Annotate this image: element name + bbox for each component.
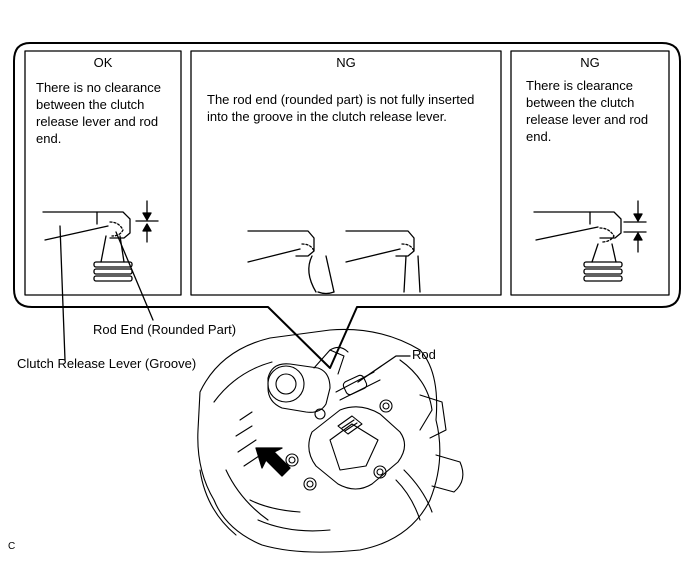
panel-ng-clearance-description: There is clearance between the clutch re… (526, 78, 649, 144)
panel-ng-inserted-description: The rod end (rounded part) is not fully … (207, 92, 475, 124)
transmission-illustration (197, 328, 464, 553)
panel-ok-heading: OK (93, 55, 113, 70)
panel-ng-inserted (190, 50, 502, 296)
panel-ng-clearance-heading: NG (580, 55, 600, 70)
release-lever-label: Clutch Release Lever (Groove) (17, 356, 197, 371)
ng-inserted-detail-left (247, 230, 335, 295)
push-arrow-icon (255, 447, 291, 477)
panel-ok-description: There is no clearance between the clutch… (36, 80, 162, 146)
leader-rod (357, 355, 411, 383)
ng-clearance-detail (533, 200, 647, 282)
panel-ng-inserted-heading: NG (336, 55, 356, 70)
leader-rod-end (115, 231, 154, 321)
rod-end-label: Rod End (Rounded Part) (93, 322, 237, 337)
panel-ok (24, 50, 182, 296)
rod-label: Rod (412, 347, 436, 362)
figure-code: C (8, 541, 16, 552)
panel-ng-clearance (510, 50, 670, 296)
leader-release-lever (59, 225, 66, 361)
ok-lever-detail (42, 200, 159, 282)
ng-inserted-detail-right (345, 230, 421, 293)
